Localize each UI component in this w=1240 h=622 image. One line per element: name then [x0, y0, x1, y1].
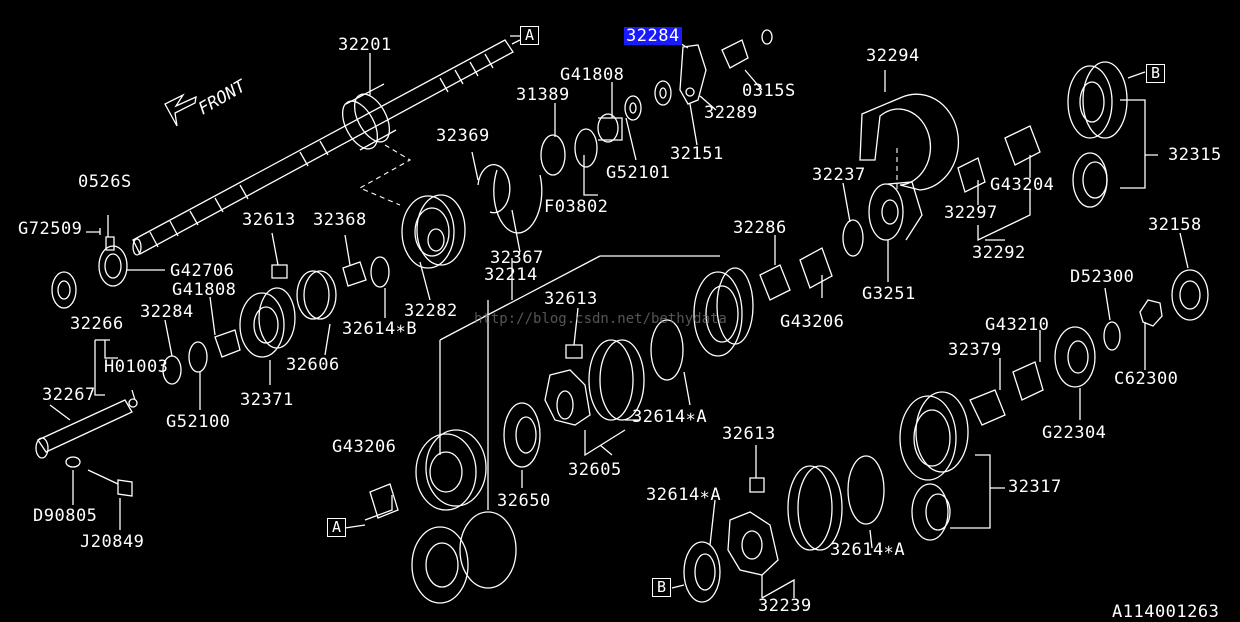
part-label: 32317	[1008, 477, 1062, 497]
part-label: 32158	[1148, 215, 1202, 235]
part-label: 32289	[704, 103, 758, 123]
part-label: 32650	[497, 491, 551, 511]
part-label: 32613	[544, 289, 598, 309]
part-label: 32201	[338, 35, 392, 55]
part-label: 32294	[866, 46, 920, 66]
part-label: 32613	[722, 424, 776, 444]
left-assembly	[36, 237, 389, 496]
part-label: 32614∗A	[632, 407, 708, 427]
part-label: 32214	[484, 265, 538, 285]
part-label: G43206	[332, 437, 397, 457]
part-label: 31389	[516, 85, 570, 105]
part-label: G43204	[990, 175, 1055, 195]
part-label: 32371	[240, 390, 294, 410]
part-label: C62300	[1114, 369, 1179, 389]
part-label: 32614∗A	[830, 540, 906, 560]
part-label: 32315	[1168, 145, 1222, 165]
part-label: G3251	[862, 284, 916, 304]
right-components	[694, 62, 1208, 540]
part-label: G43210	[985, 315, 1050, 335]
part-label: 32613	[242, 210, 296, 230]
part-label: H01003	[104, 357, 169, 377]
part-label: G42706	[170, 261, 235, 281]
part-label: F03802	[544, 197, 609, 217]
ref-box-b: B	[652, 578, 671, 597]
watermark: http://blog.csdn.net/bethydata	[474, 311, 727, 327]
part-label: 32297	[944, 203, 998, 223]
center-bottom-assembly	[370, 320, 884, 603]
part-label: G52101	[606, 163, 671, 183]
drawing-number: A114001263	[1112, 602, 1220, 622]
part-label: G22304	[1042, 423, 1107, 443]
part-label: 32239	[758, 596, 812, 616]
part-label: 32614∗B	[342, 319, 418, 339]
upper-small-parts	[478, 30, 772, 233]
part-label: D90805	[33, 506, 98, 526]
part-label: G41808	[560, 65, 625, 85]
part-label: 32286	[733, 218, 787, 238]
part-label-selected[interactable]: 32284	[624, 26, 682, 46]
part-label: 32606	[286, 355, 340, 375]
part-label: 32367	[490, 248, 544, 268]
part-label: 32369	[436, 126, 490, 146]
gear-32282	[402, 195, 465, 268]
part-label: 32237	[812, 165, 866, 185]
part-label: 32379	[948, 340, 1002, 360]
part-label: 32614∗A	[646, 485, 722, 505]
main-shaft	[133, 40, 520, 255]
part-label: 32266	[70, 314, 124, 334]
leader-lines	[50, 36, 1188, 598]
part-label: J20849	[80, 532, 145, 552]
ref-box-a: A	[327, 518, 346, 537]
part-label: 32292	[972, 243, 1026, 263]
part-label: 32151	[670, 144, 724, 164]
main-shaft-dashed-link	[360, 145, 410, 205]
part-label: 0315S	[742, 81, 796, 101]
ref-box-a: A	[520, 26, 539, 45]
plate-32294	[860, 94, 958, 190]
part-label: 0526S	[78, 172, 132, 192]
part-label: 32284	[140, 302, 194, 322]
part-label: 32282	[404, 301, 458, 321]
part-label: 32267	[42, 385, 96, 405]
part-label: D52300	[1070, 267, 1135, 287]
part-label: 32605	[568, 460, 622, 480]
part-label: 32368	[313, 210, 367, 230]
part-label: G41808	[172, 280, 237, 300]
ref-box-b: B	[1146, 64, 1165, 83]
part-label: G52100	[166, 412, 231, 432]
part-label: G43206	[780, 312, 845, 332]
part-label: G72509	[18, 219, 83, 239]
